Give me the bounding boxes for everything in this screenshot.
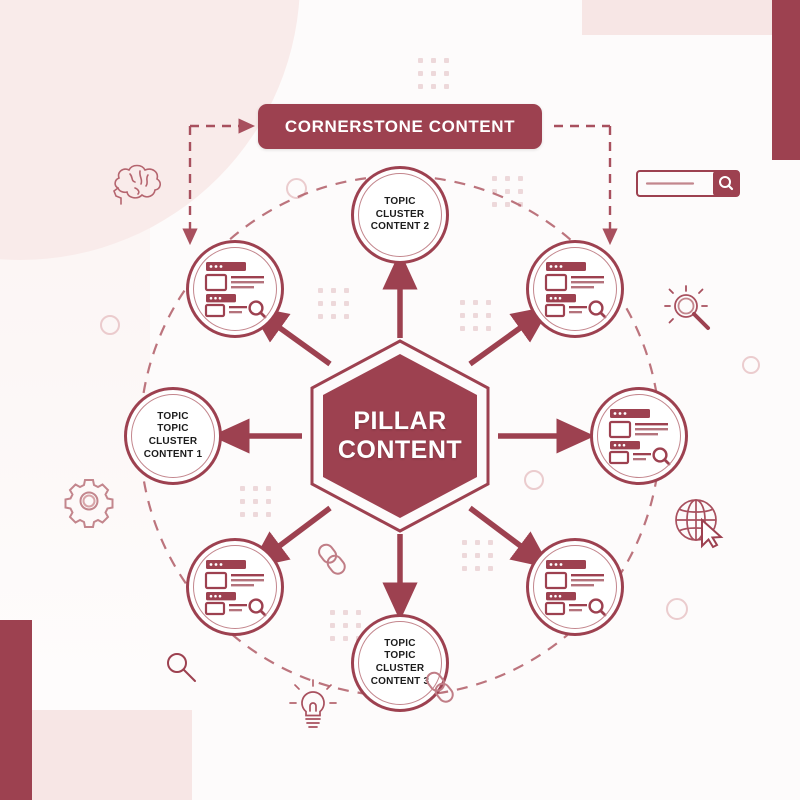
node-topic-cluster-content-2-label: TOPIC CLUSTER CONTENT 2 — [354, 169, 446, 261]
accent-block-top-right — [582, 0, 772, 35]
pillar-content-label: PILLAR CONTENT — [302, 338, 498, 534]
link-icon-right — [424, 668, 458, 706]
node-content-page-right[interactable] — [590, 387, 688, 485]
node-line: CLUSTER — [375, 208, 425, 220]
node-line: CONTENT 2 — [370, 221, 430, 233]
brain-icon — [110, 158, 170, 210]
pillar-content-line1: PILLAR — [353, 406, 447, 435]
webpage-search-icon — [189, 243, 281, 335]
lightbulb-icon — [288, 678, 338, 734]
webpage-search-icon — [189, 541, 281, 633]
node-line: TOPIC — [157, 423, 189, 435]
node-line: CONTENT 1 — [143, 448, 203, 460]
node-line: TOPIC — [157, 410, 189, 422]
node-line: TOPIC — [384, 650, 416, 662]
decorative-ring — [524, 470, 544, 490]
dot-grid-pattern — [462, 540, 494, 572]
idea-search-icon — [662, 282, 718, 338]
webpage-search-icon — [529, 243, 621, 335]
search-bar-icon — [636, 170, 740, 200]
dot-grid-pattern — [418, 58, 450, 90]
decorative-ring — [100, 315, 120, 335]
node-content-page-bottom-right[interactable] — [526, 538, 624, 636]
link-icon-left — [316, 540, 350, 578]
pillar-content-hub[interactable]: PILLAR CONTENT — [302, 338, 498, 534]
node-line: TOPIC — [384, 196, 416, 208]
decorative-ring — [286, 178, 307, 199]
node-topic-cluster-content-1-label: TOPIC TOPIC CLUSTER CONTENT 1 — [127, 390, 219, 482]
node-line: CLUSTER — [375, 663, 425, 674]
background-wash-left — [0, 0, 150, 760]
cornerstone-content-banner[interactable]: CORNERSTONE CONTENT — [258, 104, 542, 149]
node-topic-cluster-content-2[interactable]: TOPIC CLUSTER CONTENT 2 — [351, 166, 449, 264]
pillar-content-line2: CONTENT — [337, 436, 463, 464]
webpage-search-icon — [593, 390, 685, 482]
node-line: CLUSTER — [148, 436, 198, 447]
dot-grid-pattern — [492, 176, 524, 208]
node-content-page-top-left[interactable] — [186, 240, 284, 338]
hexagon-shape — [310, 339, 490, 533]
decorative-ring — [666, 598, 688, 620]
cornerstone-content-label: CORNERSTONE CONTENT — [284, 116, 516, 136]
node-content-page-bottom-left[interactable] — [186, 538, 284, 636]
globe-cursor-icon — [672, 496, 728, 549]
gear-icon — [64, 478, 114, 528]
node-content-page-top-right[interactable] — [526, 240, 624, 338]
accent-block-bottom-left — [32, 710, 192, 800]
decorative-ring — [742, 356, 760, 374]
node-line: TOPIC — [384, 637, 416, 649]
corner-shape-top-left — [0, 0, 300, 260]
node-topic-cluster-content-3[interactable]: TOPIC TOPIC CLUSTER CONTENT 3 — [351, 614, 449, 712]
accent-bar-top-right — [772, 0, 800, 160]
magnifier-icon — [164, 650, 198, 684]
webpage-search-icon — [529, 541, 621, 633]
dot-grid-pattern — [240, 486, 272, 518]
accent-bar-bottom-left — [0, 620, 32, 800]
dot-grid-pattern — [318, 288, 350, 320]
node-topic-cluster-content-1[interactable]: TOPIC TOPIC CLUSTER CONTENT 1 — [124, 387, 222, 485]
dot-grid-pattern — [460, 300, 492, 332]
